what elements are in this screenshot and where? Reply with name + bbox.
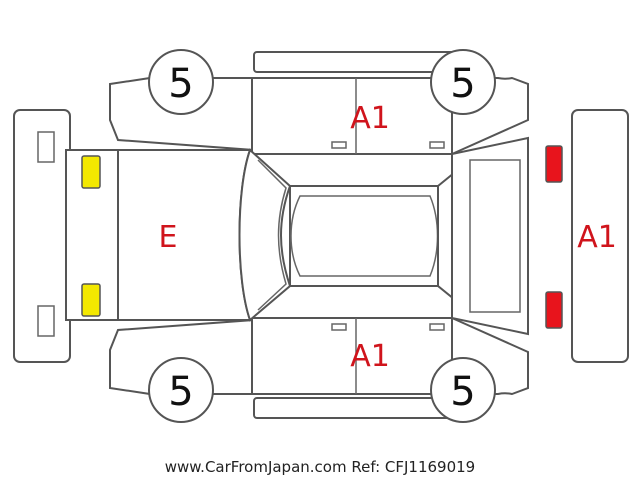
rear-bumper-damage-grade: A1 [577, 220, 617, 255]
tire-front-right-rating: 5 [168, 369, 193, 415]
door-handle-top-rear [429, 141, 445, 149]
tire-rear-right: 5 [430, 357, 496, 423]
tailgate [451, 136, 529, 336]
side-doors-top [251, 77, 453, 155]
hood-damage-grade: E [159, 220, 178, 255]
taillight-right-marker [545, 291, 563, 329]
door-handle-top-front [331, 141, 347, 149]
headlight-left-marker [81, 155, 101, 189]
tire-rear-left: 5 [430, 49, 496, 115]
tire-front-left: 5 [148, 49, 214, 115]
windshield [238, 148, 292, 322]
front-bumper-vent-bottom [37, 305, 55, 337]
door-handle-bottom-rear [429, 323, 445, 331]
rear-bumper [571, 109, 629, 363]
footer-watermark: www.CarFromJapan.com Ref: CFJ1169019 [165, 458, 475, 476]
side-doors-bottom [251, 317, 453, 395]
roof [289, 185, 439, 287]
tailgate-inner [469, 159, 521, 313]
roof-panel [290, 195, 439, 277]
right-doors-damage-grade: A1 [350, 339, 390, 374]
taillight-left-marker [545, 145, 563, 183]
side-skirt-bottom [253, 397, 455, 419]
tire-rear-left-rating: 5 [450, 61, 475, 107]
side-skirt-top [253, 51, 455, 73]
tire-front-left-rating: 5 [168, 61, 193, 107]
door-handle-bottom-front [331, 323, 347, 331]
front-bumper-vent-top [37, 131, 55, 163]
hood [117, 149, 252, 321]
tire-front-right: 5 [148, 357, 214, 423]
windshield-inner [257, 159, 287, 311]
tire-rear-right-rating: 5 [450, 369, 475, 415]
headlight-right-marker [81, 283, 101, 317]
left-doors-damage-grade: A1 [350, 101, 390, 136]
front-bumper [13, 109, 71, 363]
